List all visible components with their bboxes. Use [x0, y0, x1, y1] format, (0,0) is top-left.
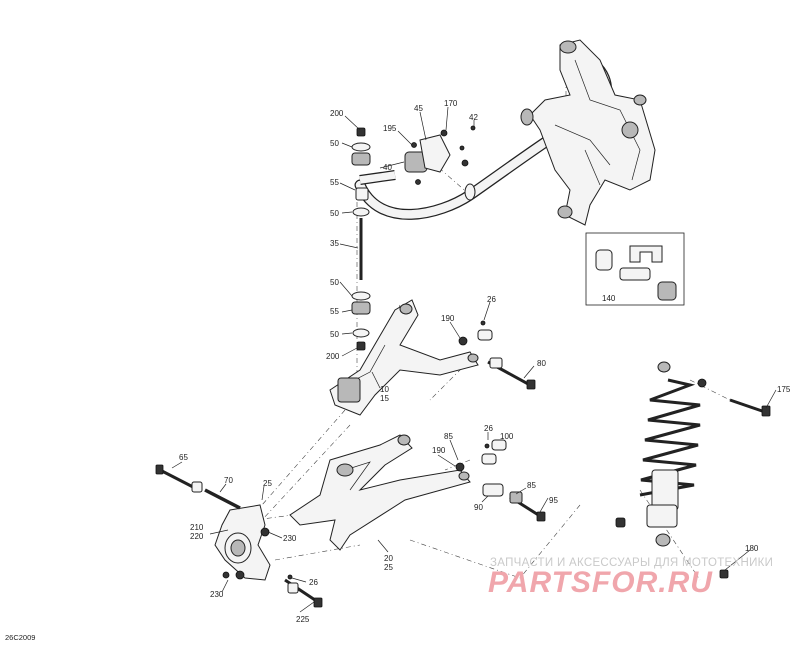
callout-175: 175	[777, 385, 791, 394]
callout-20: 20	[384, 554, 393, 563]
callout-26-bottom: 26	[309, 578, 318, 587]
callout-210: 210	[190, 523, 204, 532]
hardware	[155, 320, 546, 608]
bushing-clamp-group	[404, 125, 476, 185]
callout-225: 225	[296, 615, 310, 624]
callout-15: 15	[380, 394, 389, 403]
watermark: ЗАПЧАСТИ И АКСЕССУАРЫ ДЛЯ МОТОТЕХНИКИ PA…	[488, 557, 773, 599]
callout-labels: 200 50 55 50 35 50 55 50 200 45 170 42 1…	[179, 99, 791, 624]
callout-100: 100	[500, 432, 514, 441]
callout-90: 90	[474, 503, 483, 512]
callout-140: 140	[602, 294, 616, 303]
callout-80: 80	[537, 359, 546, 368]
callout-85-upper: 85	[444, 432, 453, 441]
callout-50-low: 50	[330, 278, 339, 287]
callout-25-lower: 25	[384, 563, 393, 572]
frame-section	[520, 39, 656, 226]
diagram-code: 26C2009	[5, 633, 35, 642]
watermark-logo-text: PARTSFOR.RU	[488, 566, 713, 599]
callout-10: 10	[380, 385, 389, 394]
lower-trailing-arm	[289, 434, 471, 551]
callout-50-top: 50	[330, 139, 339, 148]
callout-55-low: 55	[330, 307, 339, 316]
callout-35: 35	[330, 239, 339, 248]
callout-50-mid: 50	[330, 209, 339, 218]
callout-190-upper: 190	[441, 314, 455, 323]
callout-45: 45	[414, 104, 423, 113]
shock-absorber	[615, 361, 771, 579]
callout-180: 180	[745, 544, 759, 553]
upper-trailing-arm	[329, 299, 479, 416]
callout-230-right: 230	[283, 534, 297, 543]
callout-170: 170	[444, 99, 458, 108]
callout-55-top: 55	[330, 178, 339, 187]
callout-25: 25	[263, 479, 272, 488]
callout-200-top: 200	[330, 109, 344, 118]
callout-195: 195	[383, 124, 397, 133]
callout-42: 42	[469, 113, 478, 122]
callout-65: 65	[179, 453, 188, 462]
callout-40: 40	[383, 163, 392, 172]
callout-85-lower: 85	[527, 481, 536, 490]
callout-70: 70	[224, 476, 233, 485]
callout-26-upper: 26	[487, 295, 496, 304]
callout-26-lower: 26	[484, 424, 493, 433]
callout-190-lower: 190	[432, 446, 446, 455]
sway-bar-link-stack	[351, 127, 371, 351]
bearing-knuckle	[214, 504, 271, 581]
callout-200-bottom: 200	[326, 352, 340, 361]
callout-95: 95	[549, 496, 558, 505]
callout-230-left: 230	[210, 590, 224, 599]
callout-220: 220	[190, 532, 204, 541]
bushing-kit-inset	[585, 232, 685, 306]
leader-lines	[171, 106, 777, 613]
callout-50-bottom: 50	[330, 330, 339, 339]
watermark-tagline: ЗАПЧАСТИ И АКСЕССУАРЫ ДЛЯ МОТОТЕХНИКИ	[490, 557, 773, 569]
